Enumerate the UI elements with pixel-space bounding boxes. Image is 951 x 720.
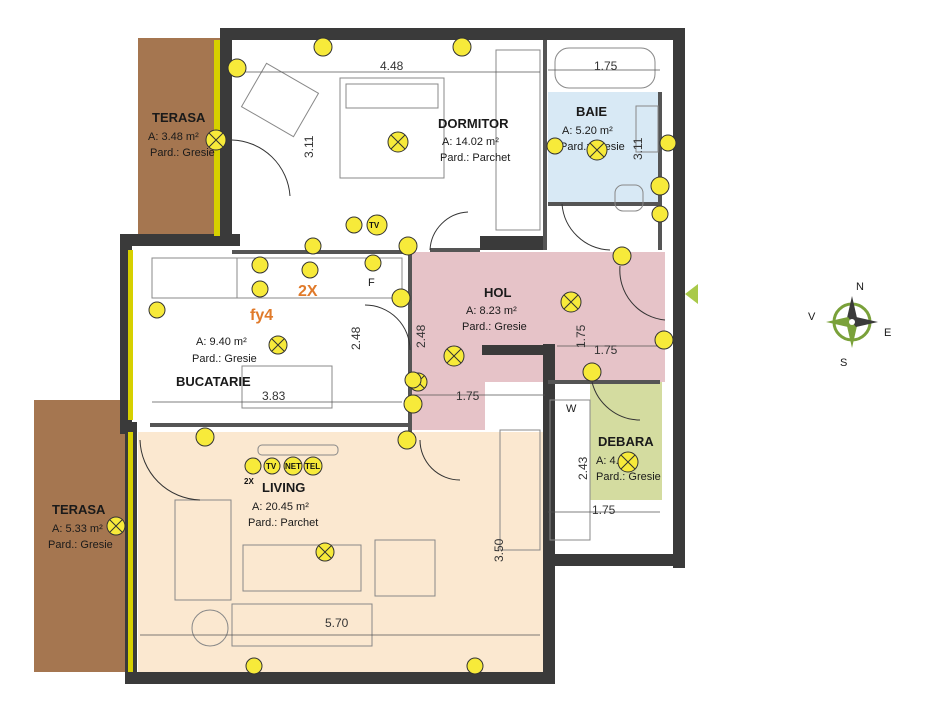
baie-area: A: 5.20 m²	[562, 125, 613, 137]
switch-icon	[650, 176, 670, 196]
kitchen-double-label: 2X	[298, 283, 318, 300]
light-icon	[106, 516, 126, 536]
light-icon	[315, 542, 335, 562]
dormitor-floor: Pard.: Parchet	[440, 152, 510, 164]
light-icon	[268, 335, 288, 355]
light-icon	[387, 131, 409, 153]
switch-icon	[227, 58, 247, 78]
baie-name: BAIE	[576, 104, 607, 119]
debara-floor: Pard.: Gresie	[596, 471, 661, 483]
socket-icon	[148, 301, 166, 319]
hol-area: A: 8.23 m²	[466, 305, 517, 317]
fridge-label: F	[368, 277, 375, 289]
dim-hol-vertical: 1.75	[574, 324, 588, 348]
dim-hol-width-right: 1.75	[594, 343, 618, 357]
living-name: LIVING	[262, 480, 305, 495]
socket-icon	[251, 256, 269, 274]
dim-debara-width: 1.75	[592, 503, 616, 517]
interior-walls	[150, 40, 662, 440]
socket-icon	[301, 261, 319, 279]
compass-n: N	[856, 281, 864, 293]
switch-icon	[195, 427, 215, 447]
dim-living-width: 5.70	[325, 616, 349, 630]
terasa-top-area: A: 3.48 m²	[148, 131, 199, 143]
net-label: NET	[285, 462, 301, 471]
light-icon	[617, 451, 639, 473]
terrace-bottom-floor	[34, 400, 126, 672]
dim-bucatarie-height: 2.48	[349, 326, 363, 350]
terasa-top-name: TERASA	[152, 110, 206, 125]
living-area: A: 20.45 m²	[252, 501, 309, 513]
socket-icon	[452, 37, 472, 57]
socket-icon	[304, 237, 322, 255]
terasa-bottom-floor: Pard.: Gresie	[48, 539, 113, 551]
dim-debara-height: 2.43	[576, 456, 590, 480]
socket-icon	[251, 280, 269, 298]
dim-baie-width: 1.75	[594, 59, 618, 73]
entrance-arrow-icon	[685, 284, 698, 304]
socket-icon	[466, 657, 484, 675]
switch-icon	[397, 430, 417, 450]
terasa-bottom-area: A: 5.33 m²	[52, 523, 103, 535]
switch-icon	[654, 330, 674, 350]
hol-floor: Pard.: Gresie	[462, 321, 527, 333]
window-strip-low	[128, 432, 133, 672]
light-icon	[560, 291, 582, 313]
dim-bucatarie-width: 3.83	[262, 389, 286, 403]
compass-e: E	[884, 327, 891, 339]
dim-dormitor-height: 3.11	[302, 135, 316, 158]
socket-icon	[546, 137, 564, 155]
living-floor	[138, 432, 543, 672]
tel-label: TEL	[305, 462, 320, 471]
bucatarie-area: A: 9.40 m²	[196, 336, 247, 348]
ceiling-lights	[106, 129, 639, 562]
dim-baie-height: 3.11	[631, 137, 645, 160]
dim-hol-width-lower: 1.75	[456, 389, 480, 403]
tv-label-living: TV	[266, 462, 277, 471]
socket-icon	[245, 657, 263, 675]
light-icon	[443, 345, 465, 367]
dimension-lines	[140, 69, 665, 636]
tv-outlets	[244, 214, 388, 476]
dormitor-name: DORMITOR	[438, 116, 509, 131]
furniture	[151, 47, 659, 647]
dormitor-area: A: 14.02 m²	[442, 136, 499, 148]
kitchen-code-label: fy4	[250, 307, 273, 324]
living-double-label: 2X	[244, 477, 254, 486]
electrical-points	[148, 37, 677, 675]
socket-icon	[345, 216, 363, 234]
debara-name: DEBARA	[598, 434, 654, 449]
bucatarie-name: BUCATARIE	[176, 374, 251, 389]
socket-icon	[404, 371, 422, 389]
dim-hol-height: 2.48	[414, 324, 428, 348]
compass-icon	[826, 296, 878, 348]
socket-icon	[313, 37, 333, 57]
dim-dormitor-width: 4.48	[380, 59, 404, 73]
terasa-top-floor: Pard.: Gresie	[150, 147, 215, 159]
compass-v: V	[808, 311, 816, 323]
terasa-bottom-name: TERASA	[52, 502, 106, 517]
hol-name: HOL	[484, 285, 512, 300]
window-strip-mid	[128, 250, 133, 420]
switch-icon	[612, 246, 632, 266]
light-icon	[205, 129, 227, 151]
tv-label-bedroom: TV	[369, 221, 380, 230]
light-icon	[586, 139, 608, 161]
bucatarie-floor: Pard.: Gresie	[192, 353, 257, 365]
socket-icon	[659, 134, 677, 152]
socket-icon	[364, 254, 382, 272]
washer-label: W	[566, 403, 577, 415]
switch-icon	[582, 362, 602, 382]
dim-living-height: 3.50	[492, 538, 506, 562]
switch-icon	[398, 236, 418, 256]
doors	[139, 139, 666, 501]
socket-icon	[651, 205, 669, 223]
switch-icon	[391, 288, 411, 308]
compass-s: S	[840, 357, 847, 369]
living-floor: Pard.: Parchet	[248, 517, 318, 529]
switch-icon	[403, 394, 423, 414]
